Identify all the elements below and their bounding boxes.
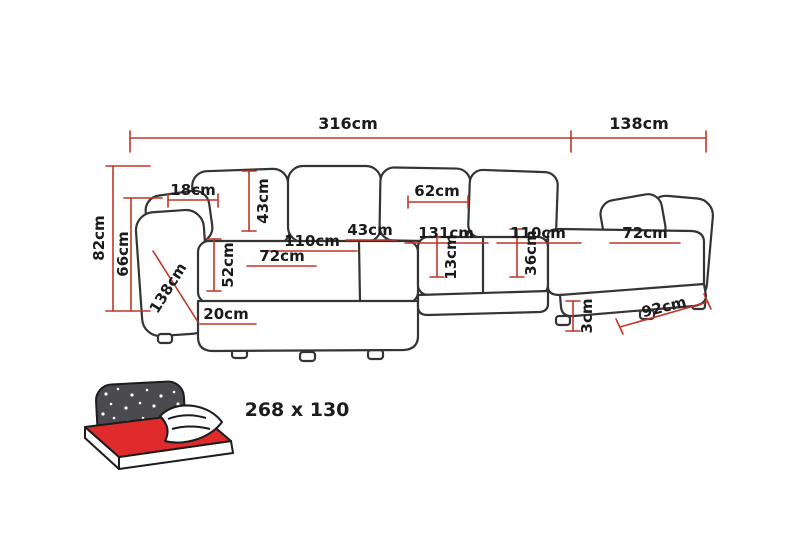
dim-armrest-top-depth <box>167 193 219 208</box>
dim-armrest-top-height <box>123 197 163 312</box>
right-chaise-seat <box>546 227 706 297</box>
label-armrest-height: 52cm <box>219 242 237 287</box>
dim-left-chaise-depth <box>152 250 199 323</box>
label-right-seat-width: 110cm <box>510 224 566 242</box>
label-armrest-top-depth: 18cm <box>170 181 215 199</box>
dim-seat-cushion-height <box>429 236 445 278</box>
label-left-seat-width: 110cm <box>284 232 340 250</box>
bed-blanket-fold-1 <box>167 414 207 420</box>
dimension-lines <box>105 130 712 335</box>
dim-armrest-height <box>206 238 222 292</box>
label-total-width: 316cm <box>318 114 378 133</box>
dim-back-cushion-width <box>407 195 469 209</box>
label-right-seat-height: 36cm <box>522 230 540 275</box>
label-back-cushion-width: 62cm <box>414 182 459 200</box>
label-right-seat-depth: 72cm <box>622 224 667 242</box>
dim-back-cushion-height <box>241 170 257 232</box>
label-back-cushion-height: 43cm <box>254 178 272 223</box>
label-base-height: 20cm <box>203 305 248 323</box>
dim-right-chaise-depth <box>615 293 712 335</box>
label-right-chaise-width-top: 138cm <box>609 114 669 133</box>
dim-total-width <box>129 130 572 153</box>
dim-back-height <box>105 165 151 312</box>
label-left-seat-depth: 72cm <box>259 247 304 265</box>
label-seat-cushion-height: 13cm <box>442 234 460 279</box>
label-back-height: 82cm <box>90 215 108 260</box>
dim-right-chaise-width-top <box>570 130 707 153</box>
dim-leg-height <box>565 300 581 332</box>
label-corner-seat-width: 43cm <box>347 221 392 239</box>
bed-blanket-fold-2 <box>171 425 211 430</box>
center-front <box>416 289 550 317</box>
sleeping-area-size: 268 x 130 <box>245 399 350 421</box>
sofa-feet <box>156 298 707 363</box>
label-armrest-top-height: 66cm <box>114 231 132 276</box>
label-center-seat-width: 131cm <box>418 224 474 242</box>
bed-blanket <box>159 404 223 444</box>
left-chaise-front <box>196 299 420 353</box>
dim-right-seat-height <box>509 228 525 278</box>
label-leg-height: 3cm <box>578 299 596 334</box>
sofa-outline <box>134 164 715 363</box>
sofa-bed-icon <box>84 380 234 470</box>
